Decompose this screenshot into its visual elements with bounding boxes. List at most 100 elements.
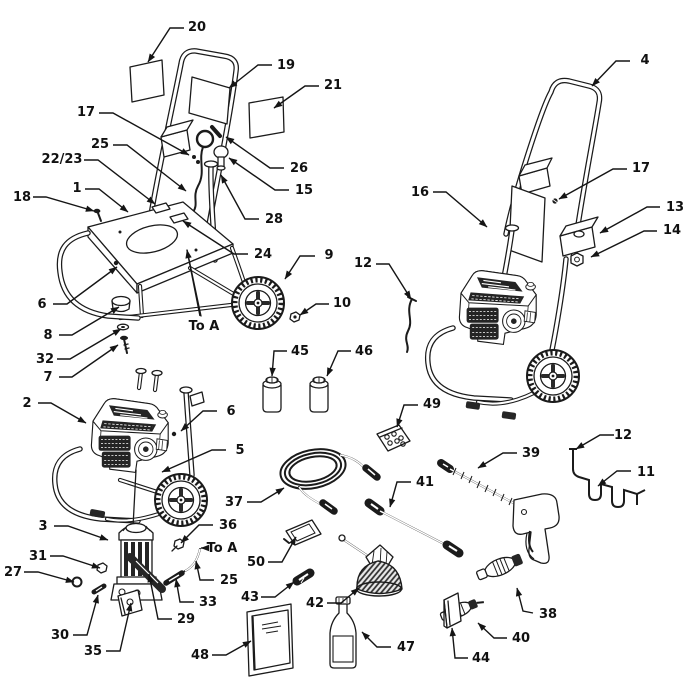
part-number-label: 50: [247, 555, 265, 570]
callout-38: 38: [515, 587, 557, 622]
leader-line: [599, 206, 660, 234]
callout-17-left: 17: [77, 105, 190, 156]
spray-nozzle-38: [476, 553, 523, 581]
lock-nut-14: [570, 252, 584, 267]
part-number-label: 49: [423, 397, 441, 412]
nozzle-holder-44: [443, 592, 462, 629]
leader-line: [228, 64, 272, 89]
outlet-elbow-29: [126, 553, 166, 593]
part-number-label: 11: [637, 465, 655, 480]
part-number-label: 33: [199, 595, 217, 610]
handle-grip-block: [518, 157, 553, 195]
callout-20: 20: [147, 20, 206, 63]
part-number-label: 18: [13, 190, 31, 205]
leader-line: [59, 306, 120, 336]
callout-21: 21: [273, 78, 342, 109]
callout-9: 9: [284, 248, 334, 280]
part-number-label: 7: [43, 370, 52, 385]
wheel-bottom-unit: [155, 474, 207, 526]
wire-clip-12: [405, 296, 417, 353]
part-number-label: 17: [632, 161, 650, 176]
engine-cart-assembly: [55, 367, 207, 528]
part-number-label: 45: [291, 344, 309, 359]
callout-to-a-top: To A: [185, 249, 220, 334]
part-number-label: 42: [306, 596, 324, 611]
part-number-label: 47: [397, 640, 415, 655]
oil-bottle-47: [329, 596, 357, 669]
engine-bolt-6: [171, 431, 177, 437]
callout-42: 42: [306, 587, 360, 611]
part-number-label: 43: [241, 590, 259, 605]
part-number-label: 46: [355, 344, 373, 359]
part-number-label: 31: [29, 549, 47, 564]
part-number-label: 4: [640, 53, 649, 68]
part-number-label: 44: [472, 651, 490, 666]
part-number-label: 40: [512, 631, 530, 646]
callout-47: 47: [361, 631, 415, 655]
leader-line: [376, 263, 412, 300]
foot-pad: [501, 411, 517, 420]
callout-48: 48: [191, 640, 252, 663]
part-number-label: 6: [37, 297, 46, 312]
callout-49: 49: [396, 397, 441, 428]
callout-4: 4: [591, 53, 650, 87]
part-number-label: 17: [77, 105, 95, 120]
part-number-label: 14: [663, 223, 681, 238]
part-number-label: 24: [254, 247, 272, 262]
leader-line: [24, 571, 75, 583]
cable-retainer-26: [192, 125, 222, 213]
part-number-label: To A: [189, 319, 220, 334]
cart-frame-assembly: [56, 48, 301, 354]
callout-50: 50: [247, 536, 297, 570]
leader-line: [99, 112, 190, 156]
leader-line: [326, 350, 351, 377]
leader-line: [220, 174, 259, 220]
part-number-label: 19: [277, 58, 295, 73]
callout-13: 13: [599, 200, 684, 234]
nozzle-tag-50: [283, 519, 322, 546]
callout-2: 2: [22, 396, 87, 424]
decal-plate-21: [248, 96, 285, 139]
callout-3: 3: [38, 519, 109, 541]
part-number-label: 2: [22, 396, 31, 411]
callout-41: 41: [389, 475, 434, 508]
leader-line: [185, 249, 201, 317]
leader-line: [147, 27, 184, 63]
callout-44: 44: [449, 627, 490, 666]
washer-32: [116, 323, 130, 331]
part-number-label: 25: [91, 137, 109, 152]
leader-line: [225, 136, 284, 169]
leader-line: [273, 85, 319, 109]
bolt-7: [120, 335, 130, 354]
leader-line: [261, 581, 295, 598]
leader-line: [361, 631, 391, 648]
callout-to-a-bottom: To A: [200, 541, 237, 556]
leader-line: [247, 487, 285, 503]
barb-fitting-33: [163, 570, 185, 586]
pump-alignment-line: [132, 469, 137, 528]
brush-42: [338, 534, 403, 597]
part-number-label: 3: [38, 519, 47, 534]
leader-line: [73, 594, 99, 636]
leader-line: [147, 573, 172, 620]
owners-manual-48: [246, 603, 294, 677]
callout-17-right: 17: [558, 161, 650, 200]
callout-25-upper: 25: [91, 137, 187, 192]
leader-line: [449, 627, 468, 659]
part-number-label: 37: [225, 495, 243, 510]
callout-40: 40: [477, 622, 530, 646]
part-number-label: 1: [72, 181, 81, 196]
callout-26: 26: [225, 136, 308, 176]
callout-25-lower: 25: [194, 560, 238, 588]
part-number-label: 6: [226, 404, 235, 419]
leader-line: [269, 350, 287, 377]
callout-12-hook: 12: [575, 428, 632, 450]
leader-line: [180, 410, 217, 432]
callout-30: 30: [51, 594, 99, 643]
callout-1: 1: [72, 181, 129, 213]
callout-36: 36: [180, 518, 237, 544]
leader-line: [590, 230, 657, 258]
leader-line: [433, 191, 488, 228]
leader-line: [84, 159, 156, 205]
